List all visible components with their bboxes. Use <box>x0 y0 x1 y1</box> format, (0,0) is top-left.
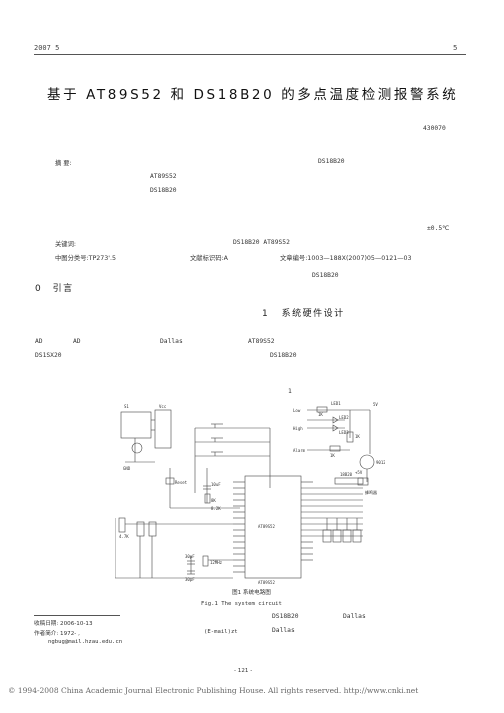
section-1-title: 系统硬件设计 <box>281 309 345 319</box>
abstract-chip-at89s52: AT89S52 <box>150 173 177 180</box>
right-col-ds18b20: DS18B20 <box>272 613 299 620</box>
email-label: (E-mail)zt <box>204 629 238 635</box>
display-header <box>334 477 364 485</box>
reset-button <box>165 477 175 485</box>
label-led2: LED2 <box>339 415 349 420</box>
copyright-footer: © 1994-2008 China Academic Journal Elect… <box>8 686 419 695</box>
footnote-rule <box>34 615 120 616</box>
label-mcu: AT89S52 <box>258 524 275 529</box>
label-gnd: GND <box>123 466 131 471</box>
label-led1: LED1 <box>331 401 341 406</box>
label-10uf: 10uF <box>211 482 221 487</box>
resistor-r3 <box>329 445 341 452</box>
intro-ds18b20: DS18B20 <box>270 352 297 359</box>
figure-caption-en: Fig.1 The system circuit <box>201 601 282 607</box>
figure-reference: 1 <box>288 388 292 395</box>
abstract-chip-ds18b20-2: DS18B20 <box>150 187 177 194</box>
label-high: High <box>293 426 303 431</box>
power-connector <box>154 409 172 449</box>
abstract-chip-ds18b20: DS18B20 <box>318 158 345 165</box>
label-8k: 8K <box>211 498 216 503</box>
section-0-number: 0 <box>35 284 43 294</box>
clc-number: 中图分类号:TP273'.5 <box>55 255 117 262</box>
label-ds18b20: 18B20 <box>340 472 353 477</box>
label-4-7k: 4.7K <box>119 534 129 539</box>
mcu-left-pins <box>233 481 245 573</box>
intro-ad-2: AD <box>73 338 81 345</box>
right-col-dallas: Dallas <box>343 613 366 620</box>
pullup-resistor <box>118 517 126 533</box>
regulator-symbol <box>131 442 143 454</box>
document-code: 文献标识码:A <box>190 255 228 262</box>
label-transistor: 9012 <box>376 460 385 465</box>
intro-ad-1: AD <box>35 338 43 345</box>
resistor-r1 <box>316 406 328 413</box>
label-vcc: Vcc <box>159 404 167 409</box>
section-0-ref: DS18B20 <box>312 272 339 279</box>
label-mcu-sub: AT89S52 <box>258 580 275 585</box>
right-col-dallas-2: Dallas <box>272 627 295 634</box>
reset-resistor <box>204 493 211 504</box>
resistor-r2 <box>346 431 354 443</box>
label-alarm: Alarm <box>293 448 306 453</box>
keywords-value: DS18B20 AT89S52 <box>233 239 290 246</box>
mcu-chip <box>244 475 302 579</box>
abstract-accuracy: ±0.5℃ <box>427 225 450 232</box>
intro-ds1sx20: DS1SX20 <box>35 352 62 359</box>
label-r1: 1K <box>318 412 323 417</box>
section-0-title: 引言 <box>52 284 74 294</box>
crystal <box>202 555 209 567</box>
section-1-number: 1 <box>262 309 270 319</box>
label-r2: 1K <box>355 434 360 439</box>
section-1-heading: 1 系统硬件设计 <box>262 306 345 319</box>
intro-at89s52: AT89S52 <box>248 338 275 345</box>
led-2-symbol <box>332 424 339 432</box>
transistor-symbol <box>359 454 375 470</box>
page-number: - 121 - <box>234 668 253 674</box>
received-date: 收稿日期: 2006-10-13 <box>34 621 93 627</box>
label-buzzer: 蜂鸣器 <box>365 489 377 495</box>
label-s1: S1 <box>124 404 129 409</box>
label-30pf-a: 30pF <box>185 554 195 559</box>
label-led3: LED3 <box>339 430 349 435</box>
sensor-2 <box>148 521 157 537</box>
label-8-2k: 8.2K <box>211 506 221 511</box>
author-email[interactable]: ngbug@mail.hzau.edu.cn <box>48 639 123 645</box>
label-5v-b: +5V <box>355 470 363 475</box>
sensor-1 <box>136 521 145 537</box>
zip-code: 430070 <box>423 125 446 132</box>
led-1-symbol <box>332 416 339 424</box>
label-5v: 5V <box>373 402 378 407</box>
header-issue: 2007 5 <box>34 44 60 52</box>
label-r3: 1K <box>330 453 335 458</box>
article-number: 文章编号:1003—188X(2007)05—0121—03 <box>280 255 412 262</box>
header-rule <box>34 54 466 55</box>
intro-dallas: Dallas <box>160 338 183 345</box>
label-low: Low <box>293 408 301 413</box>
abstract-label: 摘 要: <box>55 160 72 167</box>
label-30pf-b: 30pF <box>185 577 195 582</box>
keywords-label: 关键词: <box>55 241 77 248</box>
page-title: 基于 AT89S52 和 DS18B20 的多点温度检测报警系统 <box>47 87 459 103</box>
author-bio: 作者简介: 1972- , <box>34 631 80 637</box>
circuit-diagram: S1 Vcc GND Low High Alarm LED1 LED2 LED3… <box>115 401 385 585</box>
mcu-right-pins <box>301 481 363 561</box>
section-0-heading: 0 引言 <box>35 281 74 294</box>
power-switch-box <box>120 411 152 439</box>
figure-caption-cn: 图1 系统电路图 <box>232 590 271 596</box>
header-page: 5 <box>453 44 458 52</box>
label-reset: Reset <box>175 480 188 485</box>
label-12mhz: 12MHz <box>210 560 223 565</box>
